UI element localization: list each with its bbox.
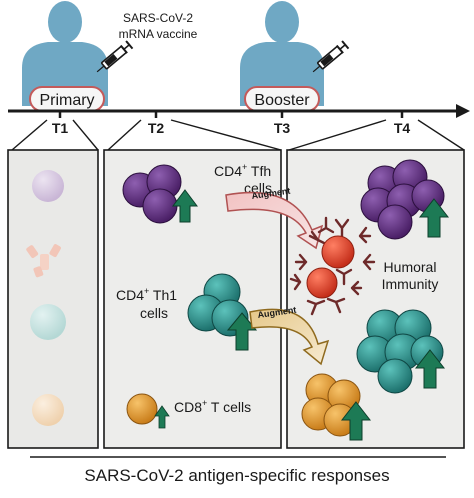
timepoint-t1: T1 bbox=[52, 120, 69, 136]
up-arrow-icon-th1-t4 bbox=[414, 349, 446, 389]
up-arrow-icon-th1-t2 bbox=[226, 312, 258, 351]
cd8-cell bbox=[126, 393, 158, 425]
b-cell-cluster bbox=[289, 216, 376, 316]
augment-arrow-tfh: Augment bbox=[225, 186, 324, 250]
faded-cd8-cell bbox=[32, 394, 64, 426]
up-arrow-icon-cd8-t4 bbox=[340, 401, 372, 441]
syringe-icon-booster bbox=[312, 40, 350, 73]
booster-label: Booster bbox=[254, 92, 310, 109]
antibody-icon-group bbox=[289, 216, 376, 316]
th1-label-line1: CD4+ Th1 bbox=[116, 286, 177, 303]
th1-cell-cluster-expanded bbox=[356, 309, 444, 394]
cd8-cell-cluster-expanded bbox=[301, 373, 361, 437]
panel-t2: CD4+ Tfh cells CD4+ Th1 cells CD8+ T cel… bbox=[103, 119, 282, 449]
up-arrow-icon-cd8-t2 bbox=[154, 405, 170, 429]
faded-th1-cell bbox=[30, 304, 66, 340]
augment-arrow-th1: Augment bbox=[249, 305, 330, 366]
footer-caption: SARS-CoV-2 antigen-specific responses bbox=[84, 466, 389, 485]
up-arrow-icon-tfh-t2 bbox=[172, 189, 198, 223]
faded-antibody-icon bbox=[26, 244, 61, 278]
panel-t1 bbox=[7, 119, 99, 449]
vaccine-label-line2: mRNA vaccine bbox=[119, 27, 198, 41]
timepoint-t4: T4 bbox=[394, 120, 411, 136]
primary-label: Primary bbox=[39, 92, 94, 109]
faded-tfh-cell bbox=[32, 170, 64, 202]
panel-t4: Augment Augment Humoral bbox=[225, 119, 465, 449]
timepoint-t2: T2 bbox=[148, 120, 165, 136]
cd8-label: CD8+ T cells bbox=[174, 398, 251, 415]
humoral-label-line1: Humoral bbox=[384, 259, 437, 275]
dose-oval-primary: Primary bbox=[29, 86, 105, 112]
up-arrow-icon-tfh-t4 bbox=[418, 198, 450, 238]
humoral-label-line2: Immunity bbox=[382, 276, 439, 292]
syringe-icon-primary bbox=[96, 40, 134, 73]
timepoint-t3: T3 bbox=[274, 120, 291, 136]
dose-oval-booster: Booster bbox=[244, 86, 320, 112]
tfh-cell-cluster bbox=[122, 164, 182, 224]
tfh-label-line1: CD4+ Tfh bbox=[214, 162, 271, 179]
timeline-arrow bbox=[8, 104, 470, 118]
vaccine-label-line1: SARS-CoV-2 bbox=[123, 11, 193, 25]
th1-label-line2: cells bbox=[140, 305, 168, 321]
